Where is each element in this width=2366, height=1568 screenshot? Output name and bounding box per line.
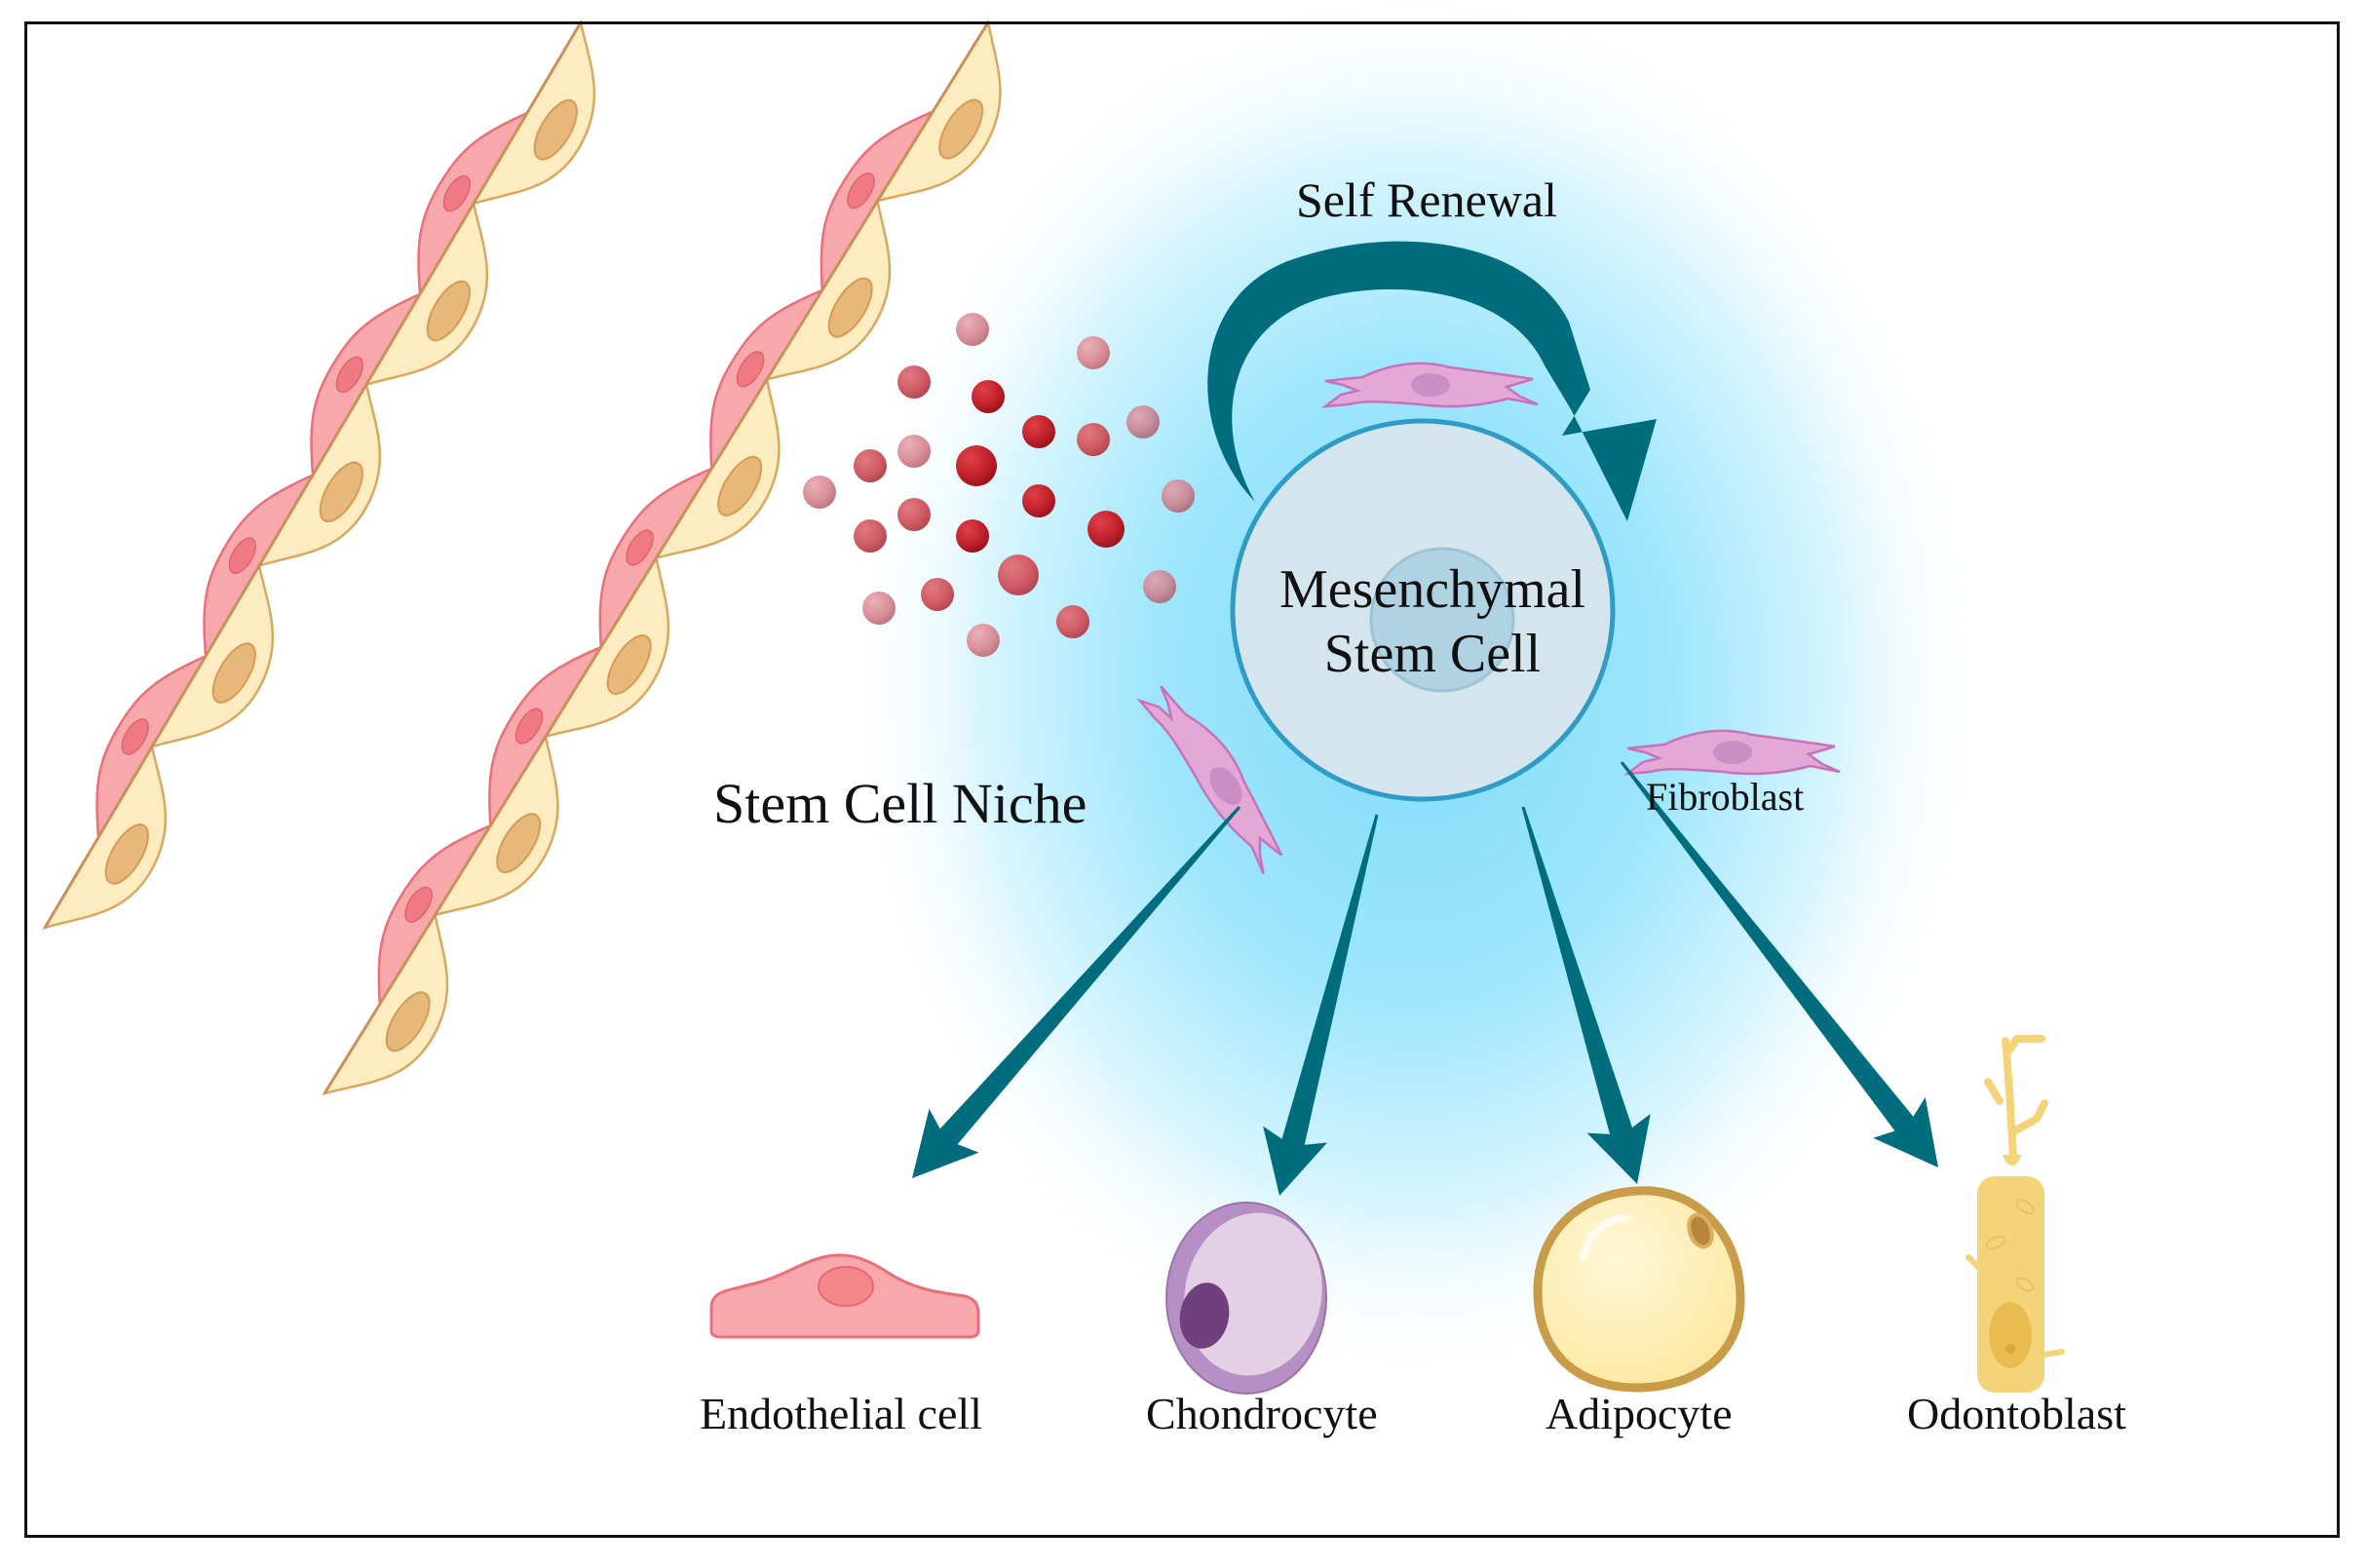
growth-factor-particle-icon xyxy=(956,445,997,486)
odontoblast-label: Odontoblast xyxy=(1907,1389,2126,1438)
growth-factor-particle-icon xyxy=(803,476,836,509)
growth-factor-particle-icon xyxy=(967,624,1000,657)
endothelial-cell-icon xyxy=(709,1253,980,1339)
growth-factor-particle-icon xyxy=(897,498,931,531)
pericyte-cell xyxy=(42,743,168,931)
growth-factor-particle-icon xyxy=(1088,511,1125,548)
growth-factor-particle-icon xyxy=(897,365,931,399)
self-renewal-label: Self Renewal xyxy=(1296,172,1557,227)
growth-factor-particle-icon xyxy=(972,380,1005,413)
stem-cell-icon xyxy=(1230,418,1616,802)
growth-factor-particle-icon xyxy=(1056,605,1089,638)
growth-factor-particle-icon xyxy=(1126,405,1160,439)
pericyte-cell xyxy=(363,200,489,387)
growth-factor-particle-icon xyxy=(1022,484,1055,517)
pericyte-cell xyxy=(653,375,781,560)
growth-factor-particle-icon xyxy=(854,519,887,553)
pericyte-cell xyxy=(543,555,670,739)
growth-factor-cluster xyxy=(803,313,1195,657)
pericyte-cell xyxy=(471,19,596,206)
endothelial-label: Endothelial cell xyxy=(700,1389,982,1438)
growth-factor-particle-icon xyxy=(956,519,989,553)
stem-cell-label-line1: Mesenchymal xyxy=(1278,559,1586,620)
fibroblast-icon xyxy=(1622,729,1841,776)
differentiation-arrow-icon xyxy=(1620,761,1938,1167)
chondrocyte-label: Chondrocyte xyxy=(1146,1389,1378,1438)
blood-vessels xyxy=(42,19,1002,1096)
figure-border xyxy=(24,21,2340,1538)
growth-factor-particle-icon xyxy=(956,313,989,346)
pericyte-cell xyxy=(764,197,892,382)
chondrocyte-inner xyxy=(1179,1212,1322,1376)
differentiation-arrow-icon xyxy=(912,806,1241,1178)
growth-factor-particle-icon xyxy=(998,555,1039,595)
niche-label: Stem Cell Niche xyxy=(713,772,1088,835)
stem-cell-label-line2: Stem Cell xyxy=(1323,624,1542,684)
adipocyte-label: Adipocyte xyxy=(1546,1389,1733,1438)
growth-factor-particle-icon xyxy=(1143,570,1176,603)
differentiation-arrow-icon xyxy=(1521,806,1651,1184)
stem-cell-label: Mesenchymal Stem Cell xyxy=(1218,557,1647,686)
pericyte-cell xyxy=(322,911,449,1096)
growth-factor-particle-icon xyxy=(854,449,887,482)
stem-cell-nucleus xyxy=(1369,547,1515,693)
pericyte-cell xyxy=(149,562,275,749)
pericyte-cell xyxy=(874,19,1002,204)
growth-factor-particle-icon xyxy=(1077,336,1110,369)
fibroblast-icon xyxy=(1320,362,1539,408)
growth-factor-particle-icon xyxy=(897,435,931,468)
growth-factor-particle-icon xyxy=(1162,479,1195,513)
growth-factor-particle-icon xyxy=(1077,423,1110,456)
pericyte-cell xyxy=(256,381,382,568)
differentiation-arrows xyxy=(912,761,1938,1196)
self-renewal-arrow xyxy=(1207,241,1657,521)
blood-vessel-icon xyxy=(42,19,596,931)
growth-factor-particle-icon xyxy=(862,592,896,625)
fibroblast-label: Fibroblast xyxy=(1646,775,1805,819)
blood-vessel-icon xyxy=(322,19,1002,1096)
pericyte-cell xyxy=(432,733,559,917)
adipocyte-icon xyxy=(1533,1186,1745,1393)
fibroblast-icon xyxy=(1136,685,1283,875)
growth-factor-particle-icon xyxy=(921,578,954,611)
odontoblast-icon xyxy=(1965,1035,2065,1393)
differentiation-arrow-icon xyxy=(1263,814,1379,1196)
growth-factor-particle-icon xyxy=(1022,415,1055,448)
